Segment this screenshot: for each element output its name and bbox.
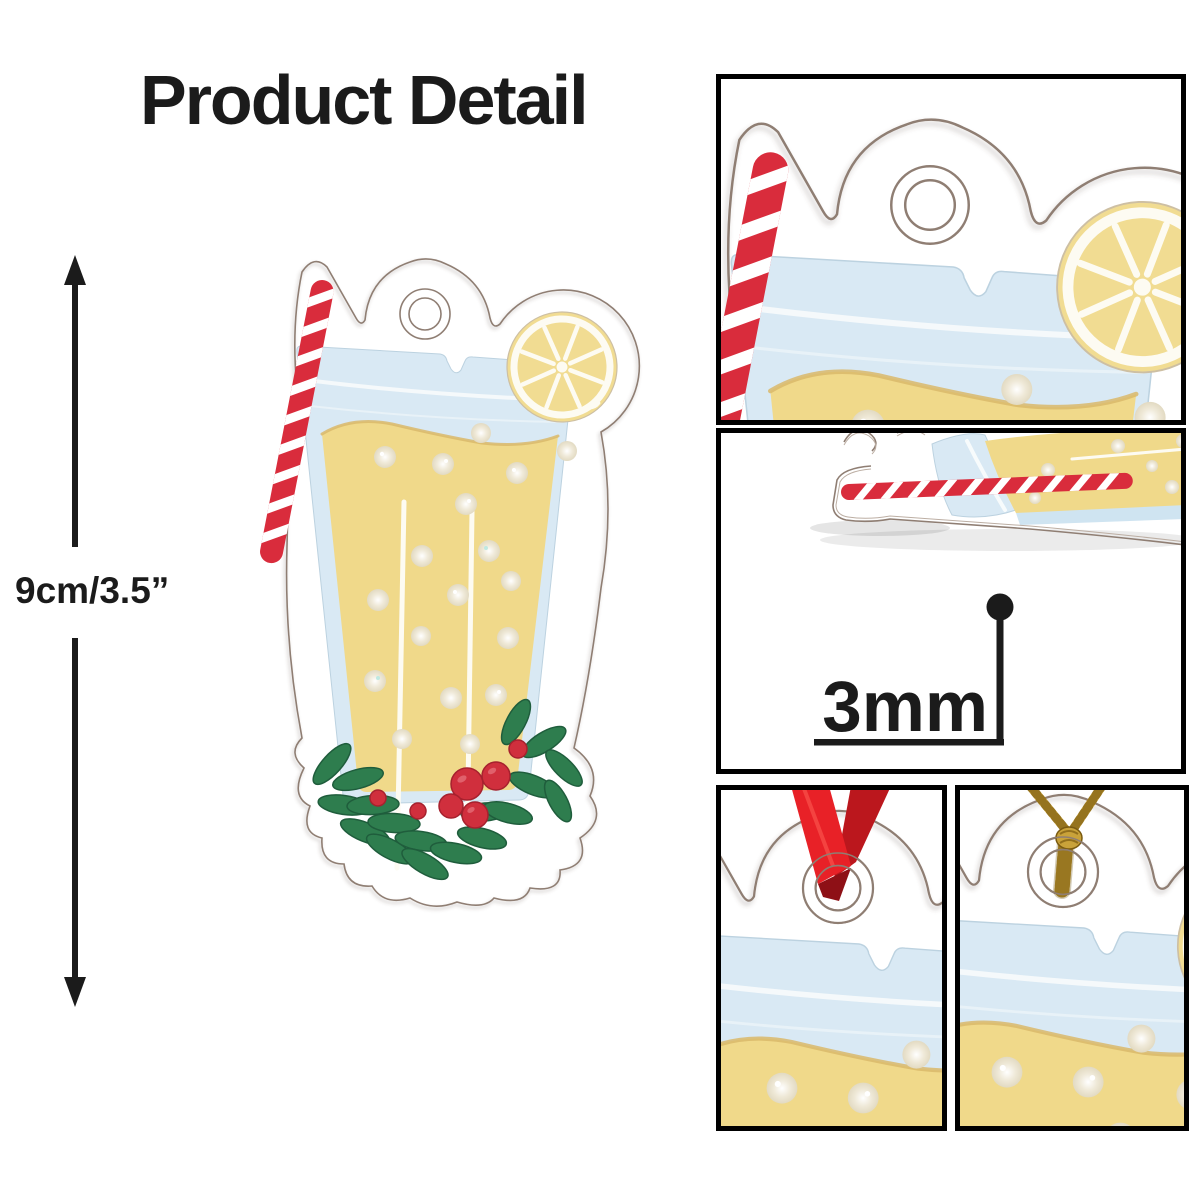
ring-over-cord	[1027, 836, 1099, 908]
edge-glitter	[1029, 434, 1181, 504]
ornament-main-view	[255, 259, 640, 906]
straw-edge-view	[841, 472, 1133, 501]
ring-over-ribbon	[802, 852, 874, 924]
ornament-edge-view	[810, 433, 1181, 551]
height-dimension-arrow	[64, 255, 86, 1007]
detail-panel-side: 3mm	[716, 428, 1186, 774]
thickness-label: 3mm	[822, 668, 988, 747]
red-ribbon	[792, 790, 890, 901]
arrow-down-icon	[64, 977, 86, 1007]
height-dimension-label: 9cm/3.5”	[15, 570, 170, 611]
thickness-indicator: 3mm	[814, 593, 1014, 747]
detail-panel-cord	[955, 785, 1189, 1131]
detail-panel-ribbon	[716, 785, 947, 1131]
arrow-up-icon	[64, 255, 86, 285]
page-title: Product Detail	[140, 61, 589, 139]
detail-panel-top	[716, 74, 1186, 425]
